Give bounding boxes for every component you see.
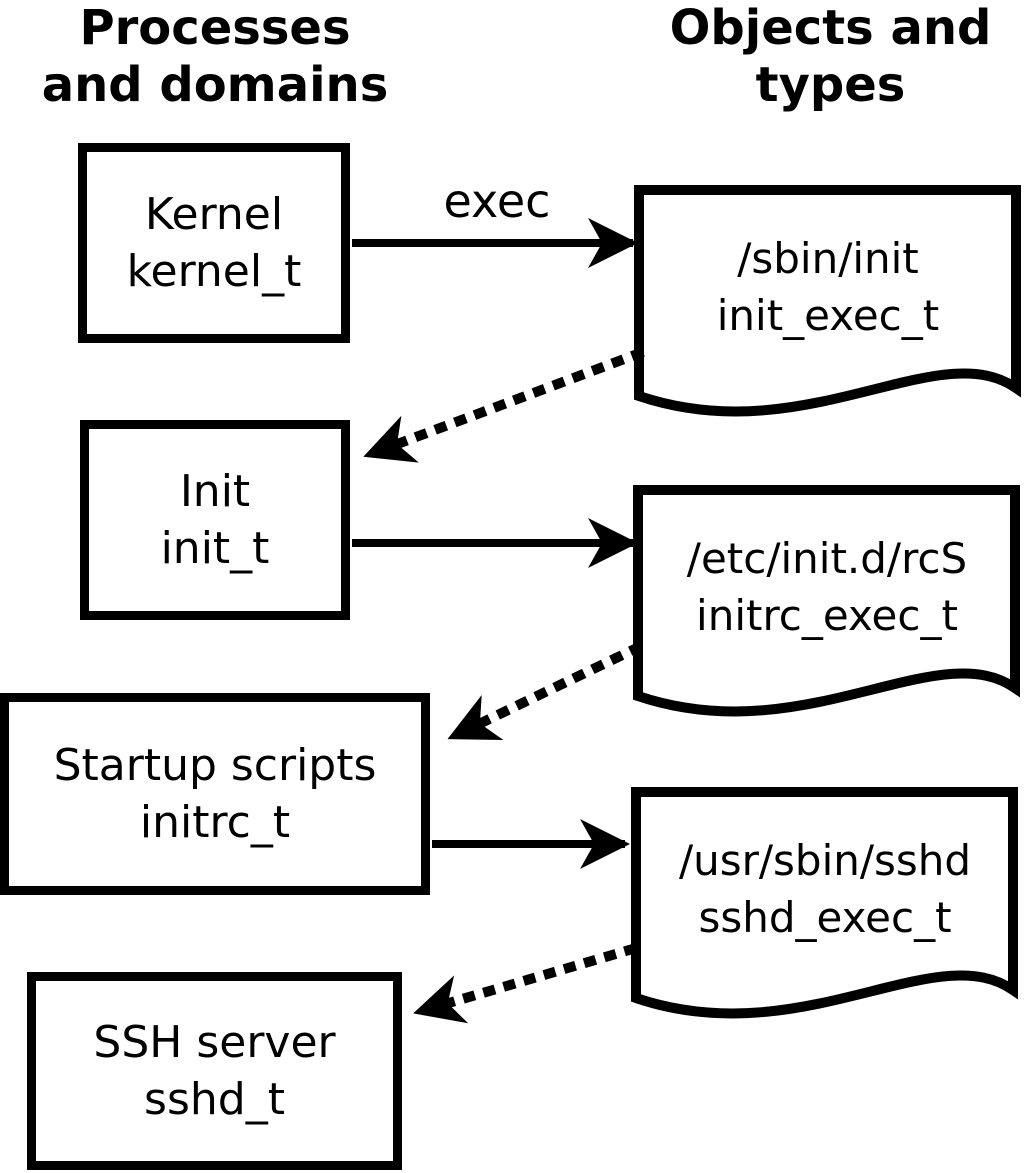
process-name: Kernel	[144, 189, 284, 240]
process-box-init: Init init_t	[80, 420, 350, 620]
header-line: Objects and	[669, 0, 992, 56]
object-path: /sbin/init	[737, 233, 919, 283]
edge-label-exec: exec	[443, 174, 551, 228]
dotted-arrow-sshd-to-sshd-t	[413, 943, 638, 1024]
column-header-processes: Processes and domains	[0, 0, 430, 114]
object-type: sshd_exec_t	[698, 892, 952, 942]
header-line: Processes	[79, 0, 351, 56]
object-doc-usr-sbin-sshd: /usr/sbin/sshd sshd_exec_t	[630, 786, 1020, 1036]
process-name: Startup scripts	[53, 740, 377, 791]
object-doc-sbin-init: /sbin/init init_exec_t	[633, 184, 1023, 434]
process-domain: sshd_t	[144, 1074, 285, 1125]
object-path: /etc/init.d/rcS	[686, 533, 968, 583]
process-box-ssh-server: SSH server sshd_t	[27, 972, 402, 1170]
process-domain: initrc_t	[139, 797, 291, 848]
object-label: /etc/init.d/rcS initrc_exec_t	[632, 484, 1022, 689]
object-label: /sbin/init init_exec_t	[633, 184, 1023, 389]
header-line: and domains	[41, 57, 389, 113]
dotted-arrow-sbin-init-to-init-t	[363, 347, 645, 463]
object-type: init_exec_t	[716, 290, 940, 340]
object-path: /usr/sbin/sshd	[678, 835, 972, 885]
document-shape-icon	[631, 787, 1018, 1019]
object-doc-etc-initd-rcs: /etc/init.d/rcS initrc_exec_t	[632, 484, 1022, 734]
document-shape-icon	[634, 185, 1021, 417]
process-domain: init_t	[160, 523, 270, 574]
object-type: initrc_exec_t	[696, 590, 958, 640]
process-domain: kernel_t	[126, 246, 302, 297]
process-name: SSH server	[93, 1017, 336, 1068]
dotted-arrow-rcs-to-initrc-t	[447, 641, 644, 742]
document-shape-icon	[633, 485, 1020, 717]
process-box-kernel: Kernel kernel_t	[78, 143, 350, 343]
column-header-objects: Objects and types	[623, 0, 1024, 114]
process-box-startup-scripts: Startup scripts initrc_t	[0, 693, 430, 895]
header-line: types	[755, 57, 906, 113]
object-label: /usr/sbin/sshd sshd_exec_t	[630, 786, 1020, 991]
process-name: Init	[179, 466, 251, 517]
